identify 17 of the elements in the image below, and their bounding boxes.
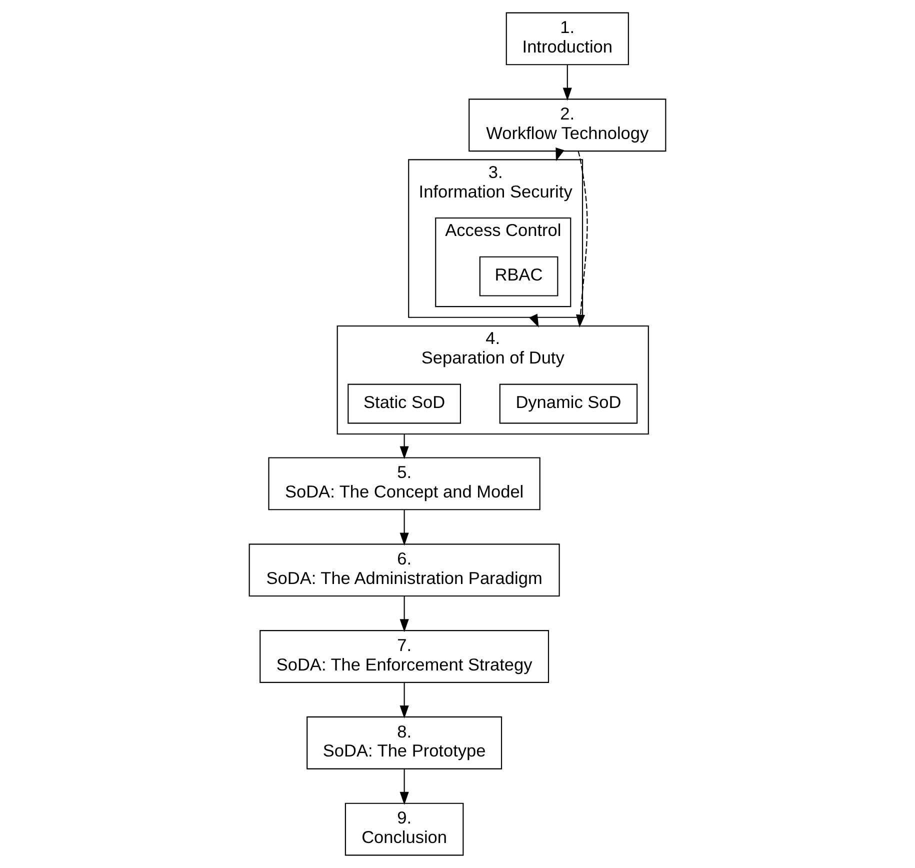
arrow [400,596,409,632]
arrow [556,147,564,162]
arrow [562,65,572,101]
node-box: 6. SoDA: The Administration Paradigm [248,544,560,597]
node-box: Dynamic SoD [499,384,638,424]
node-box: 9. Conclusion [344,802,464,856]
node-box: 1. Introduction [506,12,629,66]
arrow [400,434,409,460]
arrow [400,682,409,718]
arrow [576,150,588,328]
node-box: Static SoD [348,384,462,424]
arrow [400,769,409,805]
node-box: 8. SoDA: The Prototype [306,716,502,770]
node-box: 5. SoDA: The Concept and Model [268,457,540,510]
node-box: RBAC [479,256,558,296]
arrow [400,510,409,546]
node-box: 7. SoDA: The Enforcement Strategy [260,630,550,683]
